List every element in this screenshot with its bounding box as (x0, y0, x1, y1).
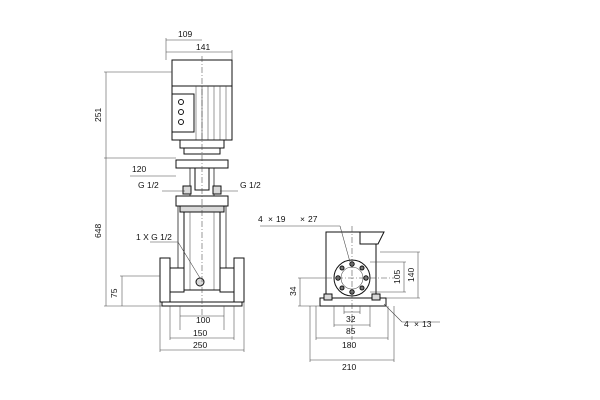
bolt-hole (339, 265, 345, 271)
dim-141: 141 (196, 42, 210, 52)
label-holes-top-times2: × (300, 214, 305, 224)
dim-180: 180 (342, 340, 356, 350)
dim-648: 648 (93, 224, 103, 238)
label-g-left: G 1/2 (138, 180, 159, 190)
dim-150: 150 (193, 328, 207, 338)
vent-plug-left (182, 185, 192, 195)
dim-85: 85 (346, 326, 356, 336)
dim-100: 100 (196, 315, 210, 325)
inlet-flange (159, 257, 171, 303)
dim-34: 34 (288, 286, 298, 296)
label-holes-base-times: × (414, 319, 419, 329)
dim-75: 75 (109, 288, 119, 298)
bolt-hole (359, 285, 365, 291)
side-base-plate (319, 297, 387, 307)
dim-251: 251 (93, 108, 103, 122)
cable-gland (178, 119, 184, 125)
label-holes-base-13: 13 (422, 319, 432, 329)
outlet-flange (233, 257, 245, 303)
label-holes-top-count: 4 (258, 214, 263, 224)
outlet-port (219, 267, 235, 293)
label-holes-top-times: × (268, 214, 273, 224)
cable-gland (178, 109, 184, 115)
side-head (359, 231, 385, 245)
front-view: 109 141 251 648 75 120 G 1/2 G 1/2 1 X G… (93, 29, 261, 352)
side-foot-right (371, 293, 381, 301)
cable-gland (178, 99, 184, 105)
dim-210: 210 (342, 362, 356, 372)
label-holes-top-27: 27 (308, 214, 318, 224)
dim-250: 250 (193, 340, 207, 350)
label-holes-base-count: 4 (404, 319, 409, 329)
side-foot-left (323, 293, 333, 301)
label-g-right: G 1/2 (240, 180, 261, 190)
vent-plug-right (212, 185, 222, 195)
dim-105: 105 (392, 270, 402, 284)
drain-plug (195, 277, 205, 287)
bolt-hole (339, 285, 345, 291)
dim-32: 32 (346, 314, 356, 324)
label-holes-top-19: 19 (276, 214, 286, 224)
dim-140: 140 (406, 268, 416, 282)
side-view: 4 × 19 × 27 140 105 34 32 85 180 (258, 214, 440, 372)
dim-120: 120 (132, 164, 146, 174)
inlet-port (169, 267, 185, 293)
dim-109: 109 (178, 29, 192, 39)
label-drain: 1 X G 1/2 (136, 232, 172, 242)
bolt-hole (359, 265, 365, 271)
